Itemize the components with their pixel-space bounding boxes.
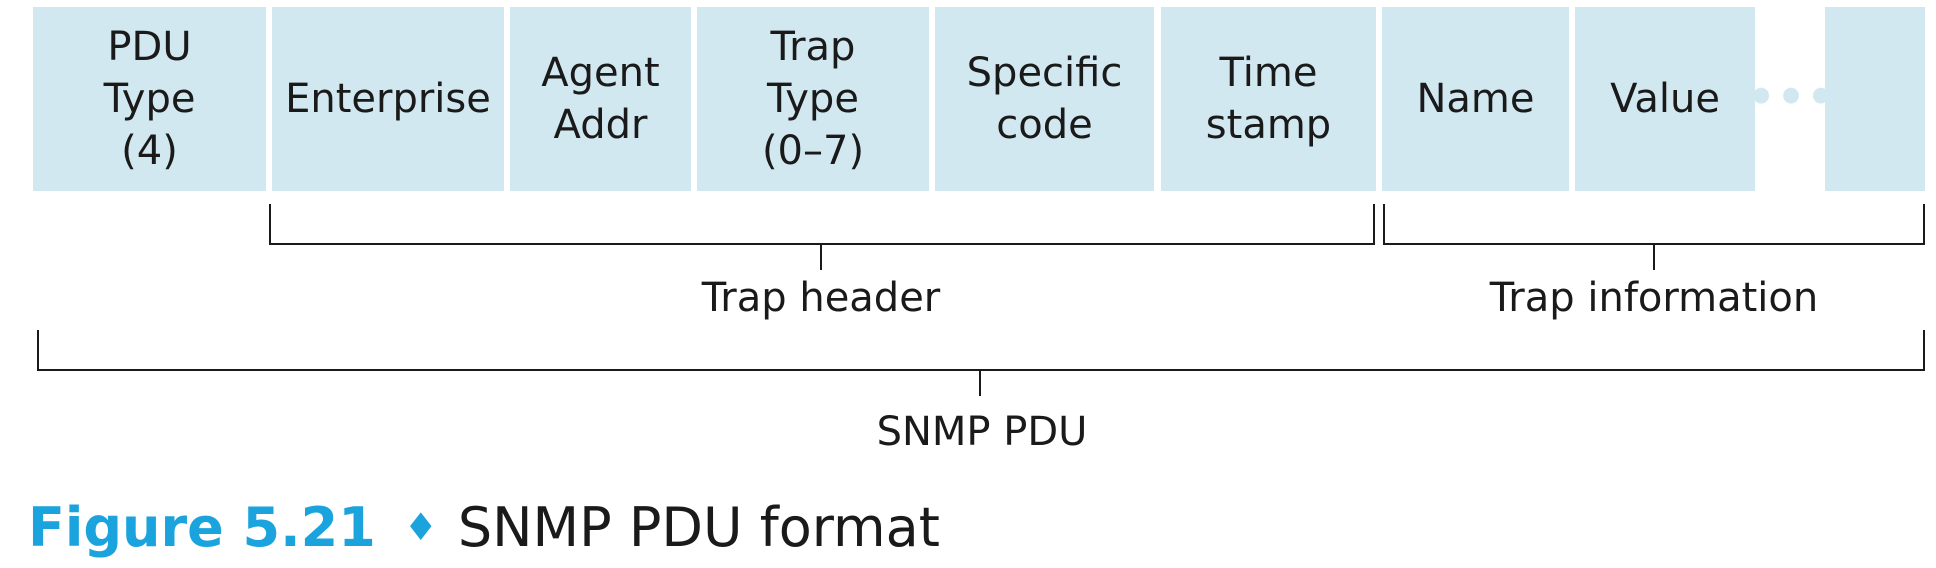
field-agent-addr: Agent Addr — [510, 7, 691, 191]
trap-information-label: Trap information — [1489, 275, 1819, 321]
figure-title: SNMP PDU format — [457, 495, 940, 559]
trap-header-bracket — [269, 204, 1375, 270]
snmp-pdu-label: SNMP PDU — [876, 409, 1088, 455]
figure-caption: Figure 5.21 ♦ SNMP PDU format — [28, 492, 940, 562]
field-specific-code: Specific code — [935, 7, 1154, 191]
trap-header-label: Trap header — [701, 275, 941, 321]
field-trailing — [1825, 7, 1925, 191]
field-value: Value — [1575, 7, 1755, 191]
figure-number: Figure 5.21 — [28, 495, 376, 559]
field-pdu-type: PDU Type (4) — [33, 7, 266, 191]
field-trap-type: Trap Type (0–7) — [697, 7, 929, 191]
snmp-pdu-bracket — [37, 330, 1925, 396]
field-time-stamp: Time stamp — [1161, 7, 1376, 191]
field-name: Name — [1382, 7, 1569, 191]
trap-information-bracket — [1383, 204, 1925, 270]
field-enterprise: Enterprise — [272, 7, 504, 191]
diamond-icon: ♦ — [403, 505, 438, 549]
